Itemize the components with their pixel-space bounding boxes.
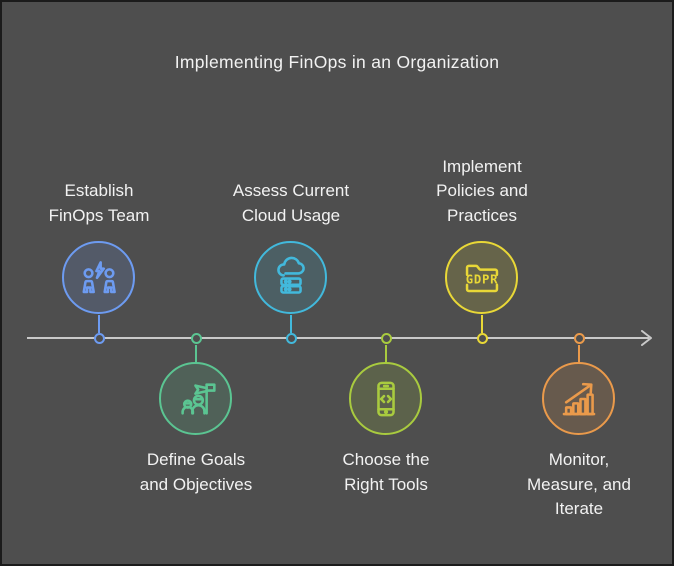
timeline-dot: [380, 332, 392, 344]
timeline-dot: [93, 332, 105, 344]
node-connector: [481, 315, 483, 333]
step-circle: GDPR: [445, 241, 518, 314]
step-label: Monitor, Measure, and Iterate: [527, 450, 631, 518]
step-label: Assess Current Cloud Usage: [232, 181, 350, 225]
step-circle: [159, 362, 232, 435]
node-connector: [385, 345, 387, 363]
timeline-axis: [27, 337, 649, 339]
step-circle: [349, 362, 422, 435]
svg-text:GDPR: GDPR: [465, 272, 498, 286]
step-label: Establish FinOps Team: [48, 181, 150, 225]
timeline-dot: [285, 332, 297, 344]
step-label: Implement Policies and Practices: [436, 156, 528, 225]
page-title: Implementing FinOps in an Organization: [174, 52, 500, 72]
growth-chart-icon: [557, 377, 601, 421]
goals-flag-icon: [174, 377, 218, 421]
node-connector: [290, 315, 292, 333]
step-circle: [254, 241, 327, 314]
arrow-right-icon: [640, 330, 654, 351]
node-connector: [98, 315, 100, 333]
team-lightning-icon: [77, 256, 121, 300]
step-label: Choose the Right Tools: [342, 450, 430, 494]
timeline-dot: [573, 332, 585, 344]
node-connector: [195, 345, 197, 363]
gdpr-folder-icon: GDPR: [459, 255, 505, 301]
mobile-code-icon: [364, 377, 408, 421]
step-circle: [542, 362, 615, 435]
node-connector: [578, 345, 580, 363]
timeline-dot: [190, 332, 202, 344]
cloud-server-icon: [269, 256, 313, 300]
timeline-dot: [476, 332, 488, 344]
step-label: Define Goals and Objectives: [139, 450, 253, 494]
step-circle: [62, 241, 135, 314]
